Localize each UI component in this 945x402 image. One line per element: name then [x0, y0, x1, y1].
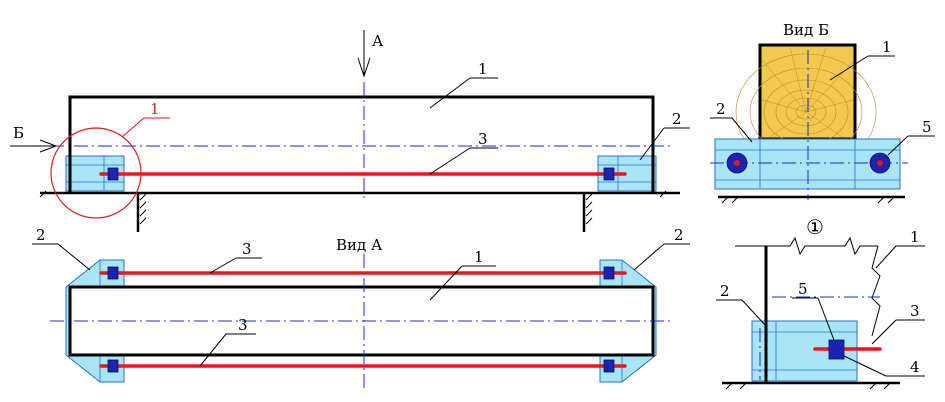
callout-front-1: 1 — [478, 60, 488, 78]
detail-circle — [50, 127, 142, 219]
clamp-a-1 — [107, 266, 119, 280]
front-view: А Б 1 1 2 3 — [10, 30, 690, 232]
callout-d-5: 5 — [798, 280, 808, 298]
callout-a-3-top: 3 — [242, 240, 252, 258]
break-line-vertical — [871, 245, 881, 337]
support-hatch — [39, 190, 667, 225]
callout-b-2: 2 — [716, 100, 726, 118]
view-a-title: Вид А — [336, 236, 383, 254]
arrow-a-label: А — [372, 32, 384, 50]
clamp-left — [107, 167, 119, 181]
callout-front-3: 3 — [478, 130, 488, 148]
arrow-b-head — [39, 139, 58, 153]
clamp-a-2 — [603, 266, 615, 280]
view-b: Вид Б 1 — [710, 21, 935, 204]
clamp-a-4 — [603, 359, 615, 373]
callout-a-3-bottom: 3 — [238, 316, 248, 334]
detail-view: ① 1 2 5 3 4 — [716, 215, 925, 390]
callout-a-2-right: 2 — [674, 226, 684, 244]
callout-a-2-left: 2 — [36, 226, 46, 244]
callout-a-1: 1 — [474, 248, 484, 266]
arrow-a-head — [357, 57, 371, 78]
callout-d-2: 2 — [720, 282, 730, 300]
callout-b-5: 5 — [922, 118, 932, 136]
detail-view-marker: ① — [806, 215, 824, 239]
callout-d-3: 3 — [910, 302, 920, 320]
detail-leader — [121, 117, 145, 138]
detail-marker-label: 1 — [150, 100, 160, 118]
detail-clamp — [828, 339, 845, 360]
callout-b-1: 1 — [882, 38, 892, 56]
beam-outline — [68, 95, 655, 193]
break-line — [735, 236, 878, 256]
callout-front-2: 2 — [672, 110, 682, 128]
clamp-a-3 — [107, 359, 119, 373]
view-b-title: Вид Б — [783, 21, 829, 39]
callout-d-4: 4 — [910, 358, 920, 376]
clamp-right — [603, 167, 615, 181]
view-a: Вид А 2 2 3 1 3 — [32, 226, 690, 388]
callout-d-1: 1 — [910, 228, 920, 246]
arrow-b-label: Б — [13, 124, 24, 142]
